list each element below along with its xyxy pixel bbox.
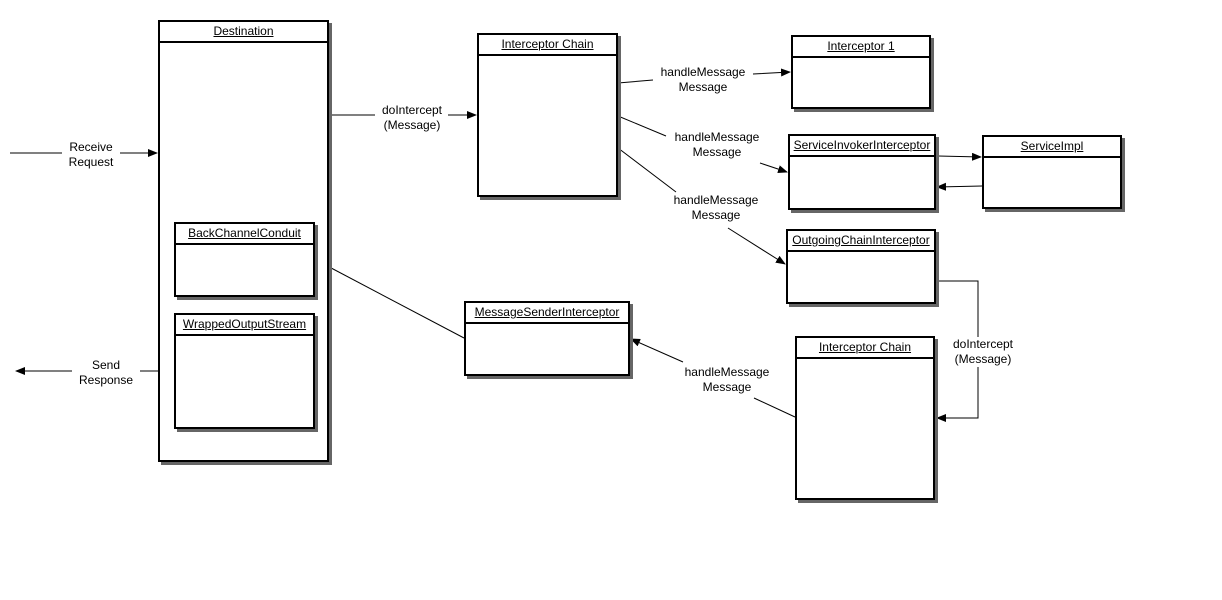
service-return-arrow [936,182,983,191]
handle-message-arrow-2 [617,115,787,172]
message-sender-interceptor-box[interactable]: MessageSenderInterceptor [464,301,630,376]
box-title: Interceptor Chain [479,35,616,56]
label-line: handleMessage [674,130,760,144]
label-line: (Message) [383,118,441,132]
label-line: Message [678,80,728,94]
invoke-service-arrow [937,152,982,161]
back-channel-conduit-box[interactable]: BackChannelConduit [174,222,315,297]
box-title: Interceptor Chain [797,338,933,359]
box-title: BackChannelConduit [176,224,313,245]
label-line: handleMessage [684,365,770,379]
label-line: doIntercept [952,337,1014,351]
label-line: Message [692,145,742,159]
box-title: ServiceInvokerInterceptor [790,136,934,157]
label-line: Request [68,155,114,169]
label-line: doIntercept [381,103,443,117]
label-line: Receive [69,140,113,154]
box-title: MessageSenderInterceptor [466,303,628,324]
box-title: Interceptor 1 [793,37,929,58]
label-line: Message [702,380,752,394]
label-line: Send [91,358,121,372]
sender-to-conduit-arrow [315,259,465,339]
label-line: (Message) [954,352,1012,366]
label-line: Message [691,208,741,222]
handle-message-arrow-1 [617,72,790,84]
interceptor-chain-box-1[interactable]: Interceptor Chain [477,33,618,197]
do-intercept-label-2: doIntercept(Message) [952,337,1014,367]
outgoing-chain-interceptor-box[interactable]: OutgoingChainInterceptor [786,229,936,304]
service-invoker-interceptor-box[interactable]: ServiceInvokerInterceptor [788,134,936,210]
label-line: handleMessage [660,65,746,79]
box-title: Destination [160,22,327,43]
interceptor-1-box[interactable]: Interceptor 1 [791,35,931,109]
box-title: OutgoingChainInterceptor [788,231,934,252]
wrapped-output-stream-box[interactable]: WrappedOutputStream [174,313,315,429]
handle-message-arrow-3 [617,147,785,264]
handle-message-arrow-4 [631,339,796,418]
service-impl-box[interactable]: ServiceImpl [982,135,1122,209]
label-line: Response [78,373,134,387]
box-title: ServiceImpl [984,137,1120,158]
box-title: WrappedOutputStream [176,315,313,336]
do-intercept-label-1: doIntercept(Message) [381,103,443,133]
interceptor-chain-box-2[interactable]: Interceptor Chain [795,336,935,500]
label-line: handleMessage [673,193,759,207]
